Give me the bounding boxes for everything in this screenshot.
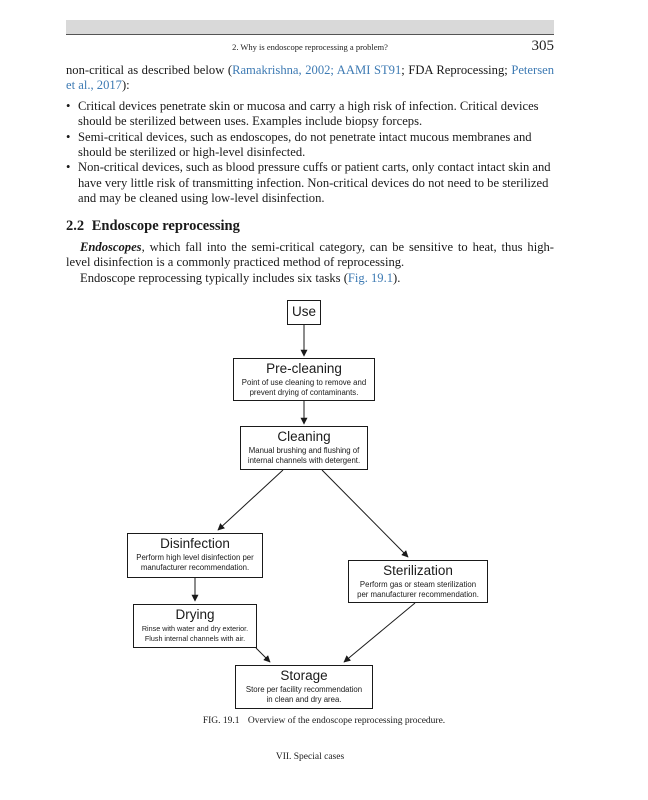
cleaning-title: Cleaning <box>277 429 331 444</box>
body-paragraph-1: Endoscopes, which fall into the semi-cri… <box>66 240 554 271</box>
figure-caption-text: Overview of the endoscope reprocessing p… <box>247 716 446 726</box>
drying-title: Drying <box>175 607 215 622</box>
use-title: Use <box>291 304 316 319</box>
disinfection-desc-line-1: Perform high level disinfection per <box>136 553 254 562</box>
running-title: 2. Why is endoscope reprocessing a probl… <box>232 42 388 52</box>
cleaning-node: Cleaning Manual brushing and flushing of… <box>240 426 368 470</box>
precleaning-description: Point of use cleaning to remove and prev… <box>234 378 374 398</box>
cleaning-desc-line-2: internal channels with detergent. <box>247 456 361 465</box>
use-node: Use <box>287 300 321 325</box>
intro-text-2: ; FDA Reprocessing; <box>401 63 512 77</box>
page-footer: VII. Special cases <box>275 752 345 762</box>
cleaning-description: Manual brushing and flushing of internal… <box>241 446 367 466</box>
page-number: 305 <box>531 38 555 54</box>
arrow-sterilization-storage <box>343 602 416 663</box>
section-number: 2.2 <box>66 218 85 234</box>
citation-link-2[interactable]: Petersen et al., 2017 <box>66 63 554 93</box>
list-item: Semi-critical devices, such as endoscope… <box>66 130 554 161</box>
figure-link[interactable]: Fig. 19.1 <box>347 270 394 285</box>
drying-node: Drying Rinse with water and dry exterior… <box>133 604 257 648</box>
cleaning-desc-line-1: Manual brushing and flushing of <box>248 446 360 455</box>
arrow-cleaning-sterilization <box>321 469 409 558</box>
disinfection-description: Perform high level disinfection per manu… <box>128 553 262 573</box>
sterilization-desc-line-2: per manufacturer recommendation. <box>357 590 479 599</box>
section-heading: 2.2 Endoscope reprocessing <box>66 218 244 235</box>
intro-paragraph: non-critical as described below (Ramakri… <box>66 63 554 94</box>
emphasis-term: Endoscopes <box>80 240 142 254</box>
arrow-drying-storage <box>255 647 271 663</box>
body-paragraph-2-text: Endoscope reprocessing typically include… <box>80 270 348 285</box>
body-paragraph-2-end: ). <box>393 270 401 285</box>
intro-text-1: non-critical as described below ( <box>66 63 233 77</box>
disinfection-node: Disinfection Perform high level disinfec… <box>127 533 263 578</box>
list-item: Non-critical devices, such as blood pres… <box>66 160 554 206</box>
sterilization-desc-line-1: Perform gas or steam sterilization <box>359 580 477 589</box>
storage-desc-line-1: Store per facility recommendation <box>245 685 363 694</box>
device-class-list: Critical devices penetrate skin or mucos… <box>66 99 554 207</box>
sterilization-description: Perform gas or steam sterilization per m… <box>349 580 487 600</box>
body-paragraph-1-text: , which fall into the semi-critical cate… <box>66 240 554 270</box>
figure-caption: FIG. 19.1 Overview of the endoscope repr… <box>0 716 648 726</box>
body-paragraph-2: Endoscope reprocessing typically include… <box>66 271 554 286</box>
storage-title: Storage <box>280 668 328 683</box>
storage-desc-line-2: in clean and dry area. <box>266 695 342 704</box>
list-item: Critical devices penetrate skin or mucos… <box>66 99 554 130</box>
figure-label: FIG. 19.1 <box>202 716 240 726</box>
section-title: Endoscope reprocessing <box>91 218 240 234</box>
storage-node: Storage Store per facility recommendatio… <box>235 665 373 709</box>
drying-desc-line-1: Rinse with water and dry exterior. <box>141 624 249 633</box>
disinfection-desc-line-2: manufacturer recommendation. <box>140 563 250 572</box>
drying-desc-line-2: Flush internal channels with air. <box>144 634 246 643</box>
body-paragraph-block: Endoscopes, which fall into the semi-cri… <box>66 240 554 286</box>
precleaning-desc-line-1: Point of use cleaning to remove and <box>241 378 367 387</box>
citation-link-1[interactable]: Ramakrishna, 2002; AAMI ST91 <box>232 63 402 77</box>
intro-paragraph-block: non-critical as described below (Ramakri… <box>66 63 554 207</box>
arrow-cleaning-disinfection <box>217 469 284 531</box>
header-rule <box>66 34 554 35</box>
precleaning-title: Pre-cleaning <box>266 361 342 376</box>
running-head: 2. Why is endoscope reprocessing a probl… <box>66 38 555 54</box>
precleaning-desc-line-2: prevent drying of contaminants. <box>249 388 359 397</box>
header-band <box>66 20 554 34</box>
storage-description: Store per facility recommendation in cle… <box>236 685 372 705</box>
intro-text-3: ): <box>121 78 130 93</box>
drying-description: Rinse with water and dry exterior. Flush… <box>134 624 256 644</box>
disinfection-title: Disinfection <box>160 536 230 551</box>
precleaning-node: Pre-cleaning Point of use cleaning to re… <box>233 358 375 401</box>
sterilization-title: Sterilization <box>383 563 453 578</box>
sterilization-node: Sterilization Perform gas or steam steri… <box>348 560 488 603</box>
